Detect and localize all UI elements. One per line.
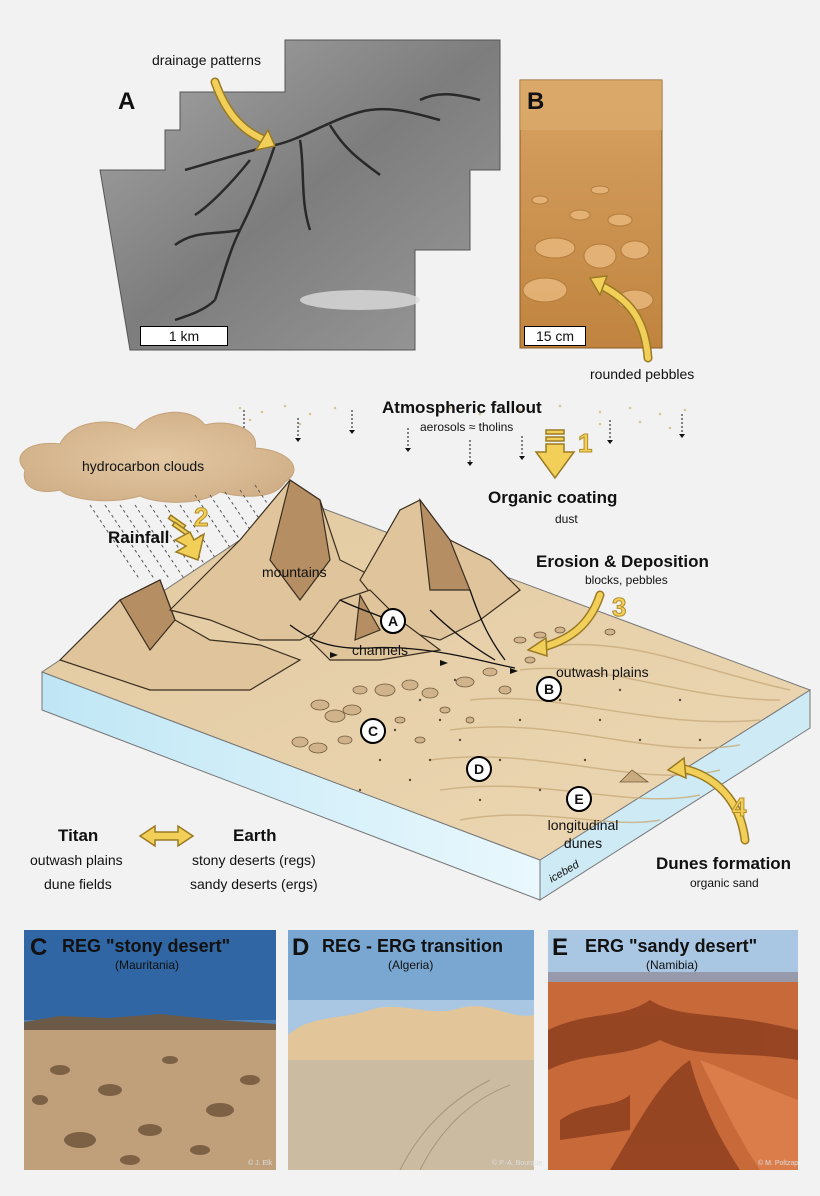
photo-d-letter: D [292,934,310,961]
legend-earth-item-2: sandy deserts (ergs) [190,876,318,892]
mountains-label: mountains [262,564,327,580]
drainage-patterns-caption: drainage patterns [152,52,261,68]
legend-titan-item-1: outwash plains [30,852,123,868]
photo-e-credit: © M. Poltzap [758,1160,799,1167]
photo-d-place: (Algeria) [388,958,434,972]
organic-coating-subtitle: dust [555,512,578,526]
dunes-formation-title: Dunes formation [656,854,792,873]
photo-c-place: (Mauritania) [115,958,180,972]
photo-c-letter: C [30,934,48,961]
legend-titan-item-2: dune fields [44,876,112,892]
photo-d-title: REG - ERG transition [322,936,504,956]
photo-c-credit: © J. Elk [248,1160,273,1167]
diagram-marker-c: C [360,718,386,744]
legend-titan-title: Titan [58,826,99,845]
rainfall-title: Rainfall [108,528,170,547]
organic-coating-title: Organic coating [488,488,618,507]
panel-b-scale-bar: 15 cm [524,326,586,346]
photo-d-credit: © P.-A. Bourque [492,1160,543,1167]
step-4-number: 4 [731,792,747,823]
photo-e-title: ERG "sandy desert" [585,936,758,956]
panel-a-letter: A [118,88,136,115]
hydrocarbon-clouds-label: hydrocarbon clouds [82,458,205,474]
erosion-deposition-title: Erosion & Deposition [536,552,709,571]
rounded-pebbles-caption: rounded pebbles [590,366,695,382]
diagram-marker-b: B [536,676,562,702]
outwash-plains-label: outwash plains [556,664,649,680]
longitudinal-dunes-label: longitudinal dunes [547,817,619,851]
diagram-marker-a: A [380,608,406,634]
diagram-marker-d: D [466,756,492,782]
channels-label: channels [352,642,409,658]
panel-a-scale-bar: 1 km [140,326,228,346]
step-3-number: 3 [611,592,627,623]
erosion-deposition-subtitle: blocks, pebbles [585,573,668,587]
step-1-number: 1 [577,428,593,459]
step-2-number: 2 [193,502,209,533]
legend-earth-title: Earth [233,826,277,845]
photo-e-place: (Namibia) [646,958,699,972]
photo-e-letter: E [552,934,569,961]
atmospheric-fallout-subtitle: aerosols ≈ tholins [420,420,514,434]
legend-earth-item-1: stony deserts (regs) [192,852,316,868]
dunes-formation-subtitle: organic sand [690,876,759,890]
photo-c-title: REG "stony desert" [62,936,231,956]
atmospheric-fallout-title: Atmospheric fallout [382,398,542,417]
diagram-marker-e: E [566,786,592,812]
panel-b-letter: B [527,88,545,115]
